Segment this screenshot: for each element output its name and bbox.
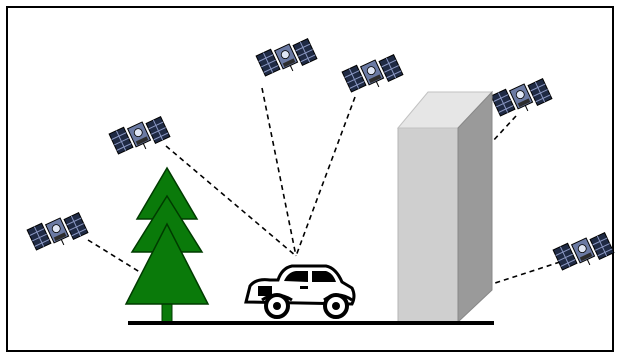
ground-line xyxy=(128,321,494,325)
satellite-icon xyxy=(108,110,171,161)
satellite-icon xyxy=(552,226,615,277)
tree-icon xyxy=(124,166,210,325)
car-icon xyxy=(244,264,356,319)
satellite-icon xyxy=(341,48,404,99)
signal-line-sat-left-mid xyxy=(165,145,297,257)
signal-lines xyxy=(87,87,561,285)
building-icon xyxy=(396,90,494,324)
signal-line-sat-right-top xyxy=(491,115,517,143)
satellite-icon xyxy=(26,206,89,257)
satellite-icon xyxy=(490,72,553,123)
signal-line-sat-left-low xyxy=(87,239,144,275)
signal-line-sat-top-left xyxy=(261,87,297,257)
signal-line-sat-right-low xyxy=(491,261,561,285)
signal-line-sat-top-right xyxy=(295,96,356,257)
satellite-icon xyxy=(255,32,318,83)
